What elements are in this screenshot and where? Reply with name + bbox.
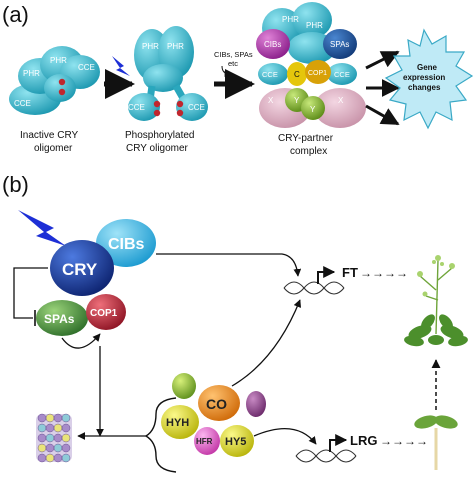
cce-label: CCE bbox=[334, 70, 350, 79]
flowering-plant-image bbox=[404, 255, 468, 347]
phosphate-mark bbox=[176, 100, 184, 108]
panel-b-label: (b) bbox=[2, 172, 29, 197]
spas-label: SPAs bbox=[330, 40, 349, 49]
spas-protein bbox=[36, 300, 88, 336]
cibs-label: CIBs bbox=[264, 40, 281, 49]
c-label: C bbox=[294, 70, 300, 79]
stage2-caption: CRY oligomer bbox=[126, 143, 189, 154]
phosphate-mark bbox=[176, 109, 184, 117]
spas-label: SPAs bbox=[44, 312, 75, 326]
phosphate-mark bbox=[153, 109, 161, 117]
cce-label: CCE bbox=[128, 103, 145, 112]
phosphate-mark bbox=[58, 78, 66, 86]
curved-arrow bbox=[61, 333, 101, 349]
stage1-caption: oligomer bbox=[34, 143, 73, 154]
phr-label: PHR bbox=[167, 42, 184, 51]
promoter-arrow bbox=[329, 434, 348, 452]
inactive-cry-oligomer: PHR PHR CCE CCE bbox=[9, 46, 100, 115]
cibs-protein bbox=[96, 219, 156, 267]
arrow-label: etc bbox=[228, 59, 238, 68]
gene-expression-burst bbox=[384, 28, 474, 130]
stage3-caption: complex bbox=[290, 146, 327, 157]
panel-a-label: (a) bbox=[2, 2, 29, 27]
cibs-label: CIBs bbox=[108, 236, 145, 253]
lrg-arrows: →→→→ bbox=[380, 434, 428, 448]
dna-helix-icon bbox=[295, 449, 357, 463]
burst-text: changes bbox=[408, 83, 441, 92]
hyh-label: HYH bbox=[166, 417, 189, 429]
dna-helix-icon bbox=[283, 281, 345, 295]
burst-text: expression bbox=[403, 73, 445, 82]
cop1-label: COP1 bbox=[90, 308, 118, 319]
purple-protein bbox=[246, 391, 266, 417]
stage3-caption: CRY-partner bbox=[278, 133, 334, 144]
hyh-protein bbox=[161, 405, 199, 439]
cry-partner-complex: PHR PHR CIBs SPAs C COP1 CCE CCE X X Y Y bbox=[256, 2, 366, 128]
cop1-label: COP1 bbox=[308, 70, 327, 77]
arrow bbox=[365, 50, 400, 70]
phr-label: PHR bbox=[282, 15, 299, 24]
hfr-protein bbox=[194, 427, 220, 455]
cce-label: CCE bbox=[14, 99, 31, 108]
y-label: Y bbox=[310, 105, 316, 114]
arrow-label: CIBs, SPAs bbox=[214, 50, 253, 59]
cce-label: CCE bbox=[262, 70, 278, 79]
activation-arrow bbox=[253, 428, 317, 445]
phosphorylated-cry-oligomer: PHR PHR CCE CCE bbox=[128, 26, 208, 121]
cce-label: CCE bbox=[188, 103, 205, 112]
proteasome-icon bbox=[36, 413, 72, 463]
hy5-label: HY5 bbox=[225, 436, 246, 448]
x-label: X bbox=[338, 96, 344, 105]
green-protein bbox=[172, 373, 196, 399]
phr-label: PHR bbox=[306, 21, 323, 30]
promoter-arrow bbox=[317, 266, 336, 284]
cop1-protein bbox=[86, 294, 126, 330]
phosphate-mark bbox=[153, 100, 161, 108]
inhibition-arrow bbox=[13, 267, 48, 319]
y-label: Y bbox=[294, 96, 300, 105]
co-protein bbox=[198, 385, 240, 421]
stage1-caption: Inactive CRY bbox=[20, 130, 79, 141]
phosphate-mark bbox=[58, 88, 66, 96]
seedling-image bbox=[414, 415, 458, 470]
ft-label: FT bbox=[342, 265, 358, 280]
activation-arrow bbox=[231, 299, 302, 387]
lrg-label: LRG bbox=[350, 433, 377, 448]
x-label: X bbox=[268, 96, 274, 105]
cry-protein bbox=[50, 240, 114, 296]
hfr-label: HFR bbox=[196, 437, 213, 446]
ft-arrows: →→→→ bbox=[360, 266, 408, 280]
phr-label: PHR bbox=[50, 56, 67, 65]
cry-label: CRY bbox=[62, 260, 98, 279]
phr-label: PHR bbox=[23, 69, 40, 78]
activation-arrow bbox=[156, 253, 302, 277]
phr-label: PHR bbox=[142, 42, 159, 51]
hy5-protein bbox=[220, 425, 254, 457]
stage2-caption: Phosphorylated bbox=[125, 130, 195, 141]
cce-label: CCE bbox=[78, 63, 95, 72]
co-label: CO bbox=[206, 396, 227, 412]
burst-text: Gene bbox=[417, 63, 438, 72]
arrow bbox=[365, 104, 400, 126]
lightning-icon bbox=[112, 56, 130, 76]
bracket bbox=[144, 397, 177, 473]
lightning-icon bbox=[18, 210, 66, 246]
